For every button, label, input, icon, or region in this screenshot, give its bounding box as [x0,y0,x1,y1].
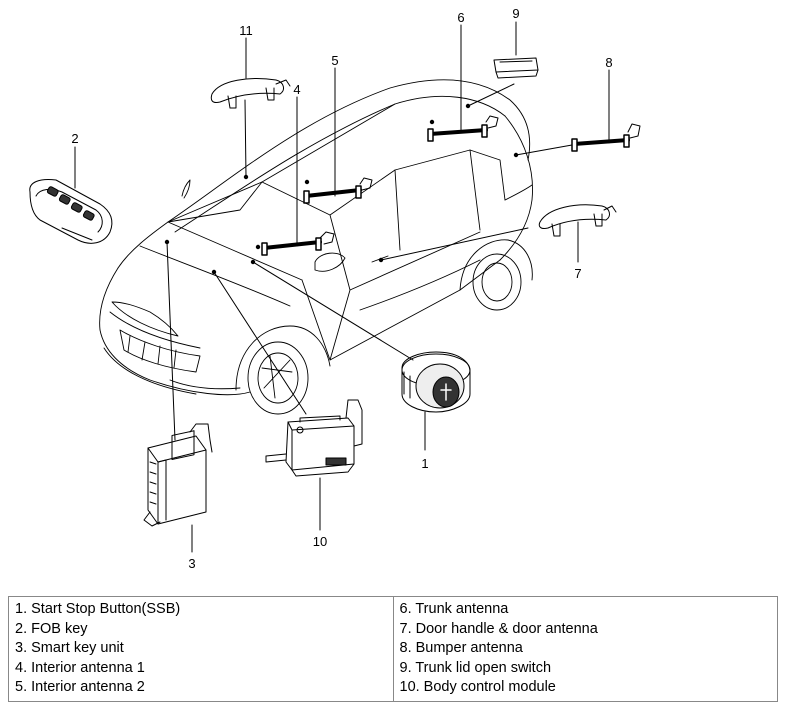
legend-item-4: 4. Interior antenna 1 [15,659,145,676]
legend-column-right: 6. Trunk antenna 7. Door handle & door a… [392,596,778,702]
legend-row: 1. Start Stop Button(SSB) 2. FOB key 3. … [8,596,778,702]
callout-11: 11 [239,23,253,38]
legend-item-8: 8. Bumper antenna [399,640,523,657]
callout-6: 6 [457,10,464,25]
smart-key-unit-part [143,423,213,527]
car-outline [99,79,533,415]
component-location-diagram: 1 2 3 4 5 6 7 8 9 10 11 [29,6,641,571]
callout-3: 3 [188,556,195,571]
callout-1: 1 [421,456,428,471]
fob-key-part [29,179,113,244]
start-stop-button-part [401,351,471,413]
callout-5: 5 [331,53,338,68]
callout-7: 7 [574,266,581,281]
callout-10: 10 [313,534,327,549]
legend-item-6: 6. Trunk antenna [399,601,509,617]
callout-9: 9 [512,6,519,21]
trunk-lid-switch-part [493,57,539,79]
legend-item-2: 2. FOB key [15,620,88,637]
callout-8: 8 [605,55,612,70]
legend-item-10: 10. Body control module [399,679,556,696]
callout-4: 4 [293,82,300,97]
front-door-handle-part [210,78,291,109]
legend-item-7: 7. Door handle & door antenna [399,620,598,637]
body-control-module-part [265,399,363,477]
legend-item-5: 5. Interior antenna 2 [15,679,145,696]
callout-labels: 1 2 3 4 5 6 7 8 9 10 11 [71,6,612,571]
callout-2: 2 [71,131,78,146]
bumper-antenna-part [571,123,641,152]
interior-antenna-2-part [303,177,373,204]
door-handle-antenna-part [538,204,617,237]
interior-antenna-1-part [261,231,335,256]
legend-item-9: 9. Trunk lid open switch [399,659,552,676]
legend-table: 1. Start Stop Button(SSB) 2. FOB key 3. … [8,596,778,702]
leader-dots [164,103,519,275]
leader-lines [74,21,610,553]
legend-item-3: 3. Smart key unit [15,640,124,657]
trunk-antenna-part [427,115,499,142]
legend-item-1: 1. Start Stop Button(SSB) [15,601,181,617]
legend-column-left: 1. Start Stop Button(SSB) 2. FOB key 3. … [8,596,394,702]
